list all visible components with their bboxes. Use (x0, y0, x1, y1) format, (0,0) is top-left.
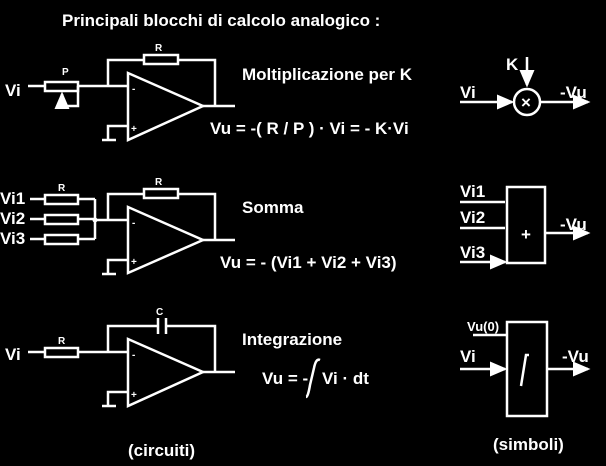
label: R (155, 43, 163, 54)
label: - (132, 218, 135, 229)
sum-formula: Vu = - (Vi1 + Vi2 + Vi3) (220, 253, 397, 272)
label: R (58, 336, 66, 347)
label: Vi (460, 83, 476, 102)
integral-sign-icon (305, 358, 321, 399)
capacitor-c (156, 318, 168, 334)
label: Vi3 (0, 229, 25, 248)
multiplier-symbol: K Vi × -Vu (460, 55, 591, 117)
circuits-caption: (circuiti) (128, 441, 195, 460)
label: Vi (460, 347, 476, 366)
label: -Vu (560, 83, 587, 102)
integrator-name: Integrazione (242, 330, 342, 349)
label: R (155, 177, 163, 188)
label: + (131, 390, 137, 401)
resistor-r (142, 53, 180, 66)
label: + (131, 257, 137, 268)
sum-name: Somma (242, 198, 304, 217)
label: × (521, 93, 531, 112)
input-label: Vi (5, 81, 21, 100)
integrator-formula-left: Vu = - (262, 369, 308, 388)
label: Vi2 (460, 208, 485, 227)
label: + (521, 225, 531, 244)
label: Vi3 (460, 243, 485, 262)
label: + (131, 124, 137, 135)
label: R (58, 183, 66, 194)
label: K (506, 55, 519, 74)
integrator-circuit: Vi R C - + (5, 307, 235, 408)
integrator-formula-right: Vi · dt (322, 369, 369, 388)
op-amp (126, 337, 207, 408)
page-title: Principali blocchi di calcolo analogico … (62, 11, 380, 30)
multiplier-name: Moltiplicazione per K (242, 65, 413, 84)
label: - (132, 84, 135, 95)
label: P (62, 67, 69, 78)
op-amp (126, 205, 207, 275)
label: - (132, 350, 135, 361)
sum-circuit: Vi1 Vi2 Vi3 R R - + (0, 177, 235, 276)
symbols-caption: (simboli) (493, 435, 564, 454)
label: Vi (5, 345, 21, 364)
multiplier-formula: Vu = -( R / P ) · Vi = - K·Vi (210, 119, 409, 138)
integrator-symbol: Vu(0) Vi -Vu (460, 319, 591, 418)
label: -Vu (560, 215, 587, 234)
potentiometer-p (43, 80, 80, 93)
label: Vi1 (0, 189, 25, 208)
label: Vu(0) (467, 319, 499, 334)
multiplier-circuit: Vi P R - + (5, 43, 235, 142)
label: Vi1 (460, 182, 485, 201)
sum-symbol: Vi1 Vi2 Vi3 + -Vu (460, 182, 591, 263)
label: Vi2 (0, 209, 25, 228)
op-amp (126, 71, 207, 142)
label: -Vu (562, 347, 589, 366)
label: C (156, 307, 163, 318)
